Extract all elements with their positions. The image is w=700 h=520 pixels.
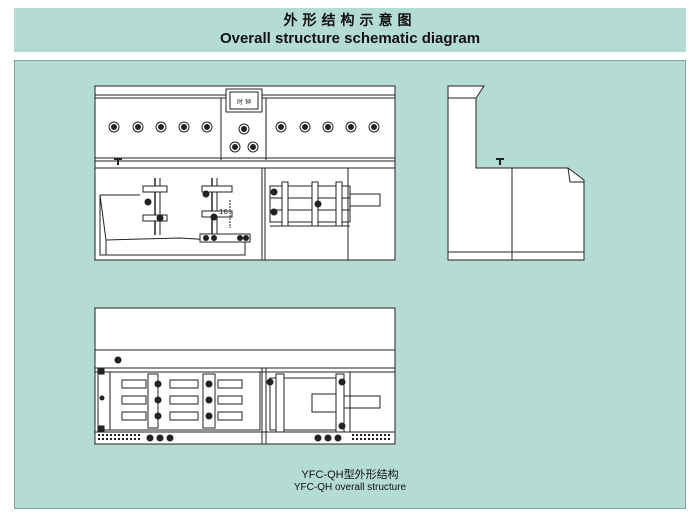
handle-icon <box>496 158 504 165</box>
clamp-assembly-right <box>201 178 233 240</box>
vent-hole <box>98 438 100 440</box>
front-view: 时 钟 <box>94 85 396 261</box>
vent-hole <box>352 438 354 440</box>
caption-english: YFC-QH overall structure <box>293 482 407 493</box>
vent-hole <box>388 438 390 440</box>
top-view-cylinder <box>266 373 381 433</box>
vent-hole <box>368 438 370 440</box>
vent-hole <box>364 434 366 436</box>
top-view <box>94 307 396 445</box>
title-bar: 外形结构示意图 Overall structure schematic diag… <box>14 8 686 52</box>
vent-hole <box>352 434 354 436</box>
handle-icon <box>114 158 122 165</box>
foot-bolts <box>146 434 342 442</box>
side-view <box>447 85 585 261</box>
top-view-outline <box>94 307 396 445</box>
vent-hole <box>102 434 104 436</box>
bolt-row <box>199 233 251 243</box>
vent-hole <box>114 438 116 440</box>
knob-group-center <box>229 123 259 153</box>
front-view-outline <box>94 85 396 261</box>
caption-chinese: YFC-QH型外形结构 <box>301 469 399 481</box>
clamp-assembly-left <box>142 178 168 235</box>
vent-hole <box>110 434 112 436</box>
clock-display <box>225 88 263 113</box>
vent-hole <box>134 438 136 440</box>
top-view-clamps <box>121 373 243 429</box>
vent-hole <box>110 438 112 440</box>
vent-hole <box>138 434 140 436</box>
knob-icon <box>322 121 334 133</box>
vent-hole <box>126 434 128 436</box>
vent-hole <box>368 434 370 436</box>
vent-hole <box>360 434 362 436</box>
knob-icon <box>132 121 144 133</box>
page-title-english: Overall structure schematic diagram <box>219 30 481 47</box>
clock-display-label: 时 钟 <box>237 98 251 106</box>
knob-icon <box>201 121 213 133</box>
vent-row-left <box>98 434 140 440</box>
vent-hole <box>376 434 378 436</box>
knob-row-left <box>108 121 213 133</box>
side-view-body <box>447 85 513 261</box>
knob-icon <box>155 121 167 133</box>
knob-row-right <box>275 121 380 133</box>
vent-hole <box>138 438 140 440</box>
vent-hole <box>130 438 132 440</box>
vent-hole <box>122 438 124 440</box>
knob-icon <box>299 121 311 133</box>
vent-hole <box>372 438 374 440</box>
clock-display-screen <box>229 91 259 110</box>
vent-hole <box>360 438 362 440</box>
vent-hole <box>130 434 132 436</box>
vent-hole <box>98 434 100 436</box>
side-view-lid-hinge <box>567 167 584 183</box>
vent-hole <box>388 434 390 436</box>
vent-hole <box>376 438 378 440</box>
vent-hole <box>364 438 366 440</box>
vent-row-right <box>352 434 390 440</box>
page-title-chinese: 外形结构示意图 <box>283 12 417 28</box>
vent-hole <box>356 434 358 436</box>
vent-hole <box>106 438 108 440</box>
cylinder-assembly <box>269 181 381 227</box>
knob-icon <box>247 141 259 153</box>
vent-hole <box>380 434 382 436</box>
vent-hole <box>384 438 386 440</box>
vent-hole <box>118 438 120 440</box>
vent-hole <box>126 438 128 440</box>
vent-hole <box>380 438 382 440</box>
dimension-label: 16 <box>219 208 228 216</box>
vent-hole <box>134 434 136 436</box>
vent-hole <box>122 434 124 436</box>
knob-icon <box>368 121 380 133</box>
knob-icon <box>275 121 287 133</box>
bolt-icon <box>114 356 122 364</box>
vent-hole <box>372 434 374 436</box>
vent-hole <box>102 438 104 440</box>
knob-icon <box>229 141 241 153</box>
knob-icon <box>178 121 190 133</box>
vent-hole <box>106 434 108 436</box>
knob-icon <box>238 123 250 135</box>
knob-icon <box>345 121 357 133</box>
top-view-tray <box>97 371 261 431</box>
vent-hole <box>114 434 116 436</box>
vent-hole <box>356 438 358 440</box>
knob-icon <box>108 121 120 133</box>
vent-hole <box>118 434 120 436</box>
vent-hole <box>384 434 386 436</box>
